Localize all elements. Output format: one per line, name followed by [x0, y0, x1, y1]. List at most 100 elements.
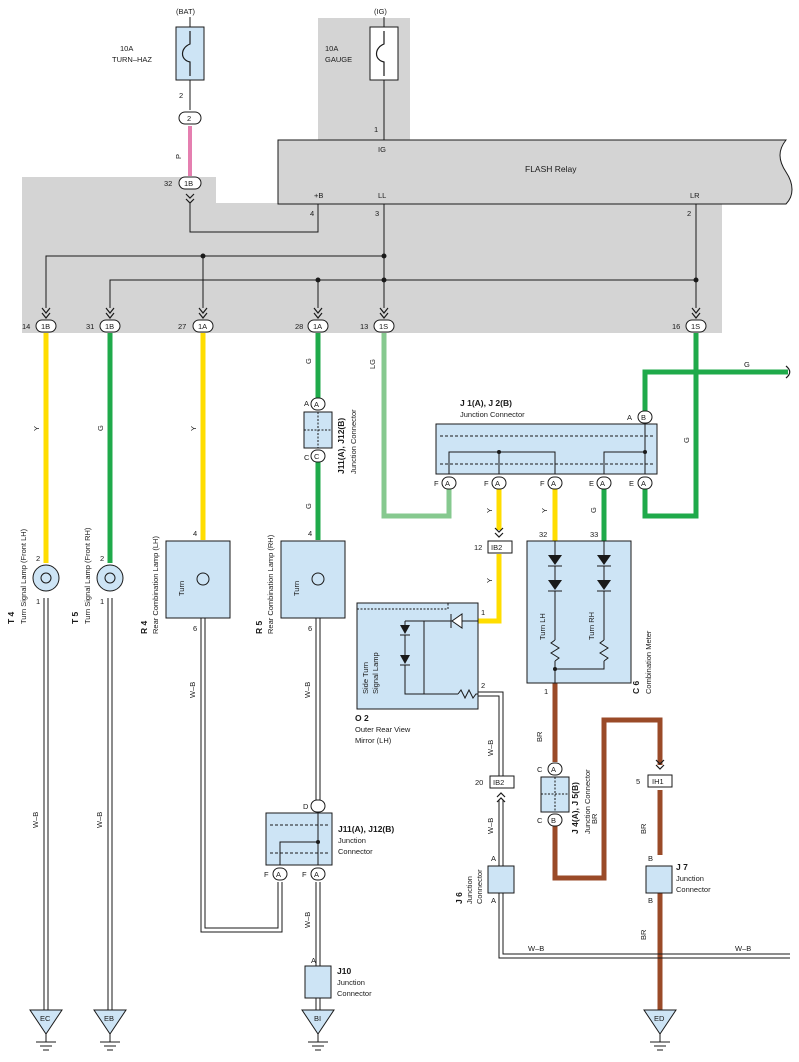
flash-relay: FLASH Relay IG +B LL LR 4 3 2 [277, 139, 793, 218]
svg-text:1S: 1S [691, 322, 700, 331]
j1-j2-junction-connector: J 1(A), J 2(B) Junction Connector A B F … [434, 398, 658, 490]
junction-pin-1b-31: 1B 31 [86, 307, 121, 333]
svg-text:A: A [314, 870, 319, 879]
svg-text:Turn LH: Turn LH [538, 613, 547, 640]
j6-junction-connector: A A J 6 Junction Connector [454, 854, 515, 905]
svg-text:BR: BR [535, 731, 544, 742]
j1-name: Junction Connector [460, 410, 525, 419]
svg-text:F: F [434, 479, 439, 488]
inline-connector-ih1-5: IH1 5 [636, 759, 673, 788]
svg-text:32: 32 [164, 179, 172, 188]
wire-end-arrow [785, 365, 791, 379]
o2-code: O 2 [355, 713, 369, 723]
svg-text:4: 4 [310, 209, 314, 218]
svg-text:Y: Y [485, 508, 494, 513]
svg-text:W–B: W–B [486, 818, 495, 834]
j7-name-2: Connector [676, 885, 711, 894]
j6-name-1: Junction [465, 876, 474, 904]
svg-text:W–B: W–B [735, 944, 751, 953]
svg-text:2: 2 [481, 681, 485, 690]
wire-br-j4-loop [552, 717, 663, 881]
svg-text:31: 31 [86, 322, 94, 331]
svg-text:C: C [314, 452, 320, 461]
j6-name-2: Connector [475, 869, 484, 904]
svg-text:A: A [551, 479, 556, 488]
c6-name: Combination Meter [644, 630, 653, 694]
svg-text:Signal Lamp: Signal Lamp [371, 652, 380, 694]
led-icon [400, 625, 410, 634]
diode-icon [451, 613, 463, 629]
svg-text:A: A [314, 400, 319, 409]
junction-pin-1s-13: 1S 13 [360, 307, 395, 333]
fuse-turn-haz: (BAT) 10A TURN–HAZ 2 [112, 7, 205, 110]
svg-text:B: B [551, 816, 556, 825]
svg-text:IB2: IB2 [493, 778, 504, 787]
svg-text:1B: 1B [105, 322, 114, 331]
svg-text:G: G [304, 503, 313, 509]
j1-pin-3: F A [540, 476, 563, 490]
svg-text:W–B: W–B [486, 740, 495, 756]
resistor-icon [457, 688, 478, 700]
svg-text:IG: IG [378, 145, 386, 154]
svg-text:13: 13 [360, 322, 368, 331]
svg-text:A: A [276, 870, 281, 879]
svg-text:28: 28 [295, 322, 303, 331]
svg-text:4: 4 [193, 529, 197, 538]
t5-name: Turn Signal Lamp (Front RH) [83, 527, 92, 624]
bulb-icon [311, 572, 325, 586]
svg-text:12: 12 [474, 543, 482, 552]
svg-text:Y: Y [485, 578, 494, 583]
j1-pin-2: F A [484, 476, 507, 490]
svg-text:IB2: IB2 [491, 543, 502, 552]
svg-text:W–B: W–B [188, 682, 197, 698]
fuse-ig-rating: 10A [325, 44, 338, 53]
svg-text:BR: BR [639, 823, 648, 834]
svg-text:1B: 1B [184, 179, 193, 188]
svg-text:W–B: W–B [303, 682, 312, 698]
j10-name-1: Junction [337, 978, 365, 987]
svg-text:Side Turn: Side Turn [361, 662, 370, 694]
svg-text:1A: 1A [313, 322, 322, 331]
flash-relay-title: FLASH Relay [525, 164, 577, 174]
j10-junction-connector: A J10 Junction Connector [304, 956, 372, 999]
svg-text:F: F [264, 870, 269, 879]
led-icon [597, 555, 611, 565]
j11-bottom-name-1: Junction [338, 836, 366, 845]
svg-text:G: G [96, 425, 105, 431]
r5-name: Rear Combination Lamp (RH) [266, 534, 275, 634]
ground-eb: EB [93, 1009, 127, 1051]
svg-text:A: A [311, 956, 316, 965]
svg-text:6: 6 [308, 624, 312, 633]
fuse-ig-pin: 1 [374, 125, 378, 134]
r4-code: R 4 [139, 621, 149, 635]
svg-text:W–B: W–B [528, 944, 544, 953]
svg-text:W–B: W–B [31, 812, 40, 828]
svg-text:Turn RH: Turn RH [587, 612, 596, 640]
svg-text:G: G [589, 507, 598, 513]
svg-text:BI: BI [314, 1014, 321, 1023]
svg-text:A: A [495, 479, 500, 488]
svg-text:A: A [627, 413, 632, 422]
svg-text:B: B [648, 854, 653, 863]
j11-top-code: J11(A), J12(B) [336, 418, 346, 474]
led-icon [400, 655, 410, 664]
j4-name: Junction Connector [583, 769, 592, 834]
svg-text:Turn: Turn [177, 581, 186, 596]
c6-combination-meter: 32 33 Turn LH Turn RH 1 C 6 Combination … [526, 530, 653, 696]
r4-rear-combination-lh: 4 Turn 6 R 4 Rear Combination Lamp (LH) [139, 529, 231, 635]
fuse-bat-rating: 10A [120, 44, 133, 53]
svg-text:1A: 1A [198, 322, 207, 331]
svg-text:A: A [445, 479, 450, 488]
ground-bi: BI [301, 1009, 335, 1051]
j6-code: J 6 [454, 892, 464, 904]
led-icon [548, 555, 562, 565]
svg-text:1: 1 [544, 687, 548, 696]
svg-text:D: D [303, 802, 309, 811]
o2-name-1: Outer Rear View [355, 725, 411, 734]
j1-pin-1: F A [434, 476, 457, 490]
svg-text:1: 1 [100, 597, 104, 606]
svg-text:2: 2 [100, 554, 104, 563]
junction-pin-1a-28: 1A 28 [295, 307, 329, 333]
svg-text:5: 5 [636, 777, 640, 786]
svg-text:B: B [648, 896, 653, 905]
